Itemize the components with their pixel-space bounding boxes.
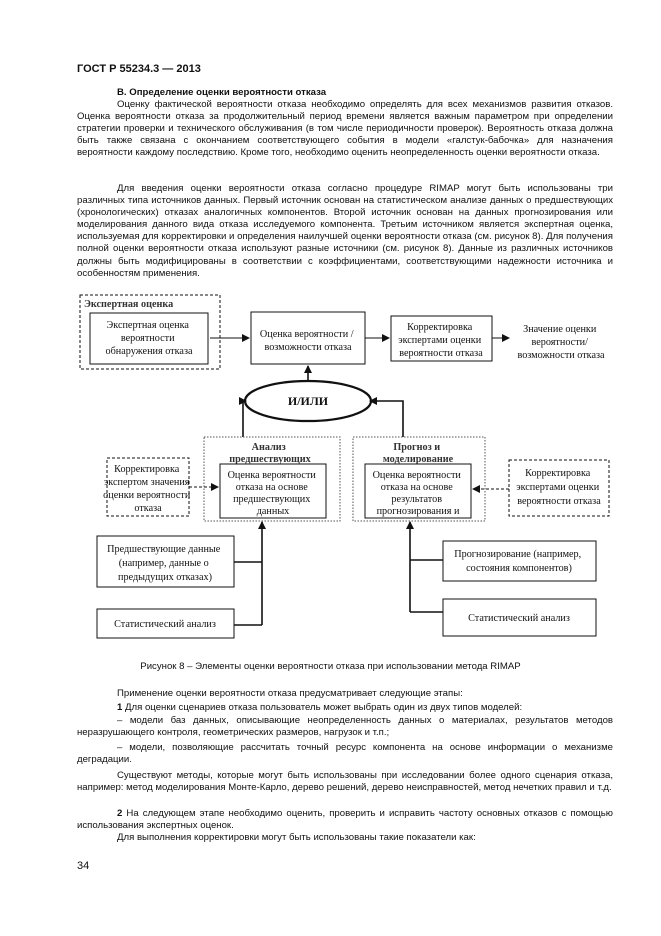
list-item-1: – модели баз данных, описывающие неопред… bbox=[77, 715, 613, 739]
forecast-box bbox=[364, 463, 472, 519]
forecasting-text: Прогнозирование (например, состояния ком… bbox=[454, 549, 584, 574]
analysis-frame bbox=[203, 436, 341, 522]
analysis-title: Анализ предшествующих bbox=[229, 442, 311, 465]
stage-1-number: 1 bbox=[117, 702, 123, 713]
prior-data-box bbox=[96, 535, 235, 588]
closing-paragraph: Для выполнения корректировки могут быть … bbox=[117, 832, 476, 843]
paragraph-1: Оценку фактической вероятности отказа не… bbox=[77, 99, 613, 159]
stage-1: 1 Для оценки сценариев отказа пользовате… bbox=[77, 702, 613, 714]
prior-data-text: Предшествующие данные (например, данные … bbox=[107, 544, 223, 583]
stat-left-text: Статистический анализ bbox=[114, 619, 216, 630]
methods-paragraph: Существуют методы, которые могут быть ис… bbox=[77, 770, 613, 794]
arrow-analysis-to-andor bbox=[239, 397, 247, 437]
arrow-forecast-to-andor bbox=[369, 397, 404, 437]
document-header: ГОСТ Р 55234.3 — 2013 bbox=[77, 63, 201, 75]
andor-label: И/ИЛИ bbox=[288, 394, 329, 408]
rimap-diagram: Экспертная оценка Экспертная оценка веро… bbox=[79, 294, 610, 639]
stage-2: 2 На следующем этапе необходимо оценить,… bbox=[77, 808, 613, 832]
stage-2-text: На следующем этапе необходимо оценить, п… bbox=[77, 808, 613, 832]
correction-left-text: Корректировка экспертом значения оценки … bbox=[103, 464, 193, 514]
forecast-box-text: Оценка вероятности отказа на основе резу… bbox=[373, 470, 464, 517]
probability-box-text: Оценка вероятности / возможности отказа bbox=[260, 329, 356, 353]
section-title: В. Определение оценки вероятности отказа bbox=[117, 87, 327, 98]
expert-group-frame bbox=[79, 294, 221, 370]
analysis-box-text: Оценка вероятности отказа на основе пред… bbox=[228, 470, 319, 517]
paragraph-2: Для введения оценки вероятности отказа с… bbox=[77, 183, 613, 279]
list-item-2: – модели, позволяющие рассчитать точный … bbox=[77, 742, 613, 766]
figure-caption: Рисунок 8 – Элементы оценки вероятности … bbox=[140, 661, 521, 672]
page-number: 34 bbox=[77, 860, 90, 872]
analysis-box bbox=[219, 463, 327, 519]
forecast-title: Прогноз и моделирование bbox=[383, 442, 454, 465]
expert-box-text: Экспертная оценка вероятности обнаружени… bbox=[105, 320, 192, 357]
stages-intro: Применение оценки вероятности отказа пре… bbox=[117, 688, 463, 699]
correction-right-box bbox=[508, 459, 610, 517]
correction-right-text: Корректировка экспертами оценки вероятно… bbox=[516, 468, 602, 507]
forecasting-box bbox=[442, 540, 597, 582]
correction-top-box bbox=[390, 315, 493, 362]
forecast-frame bbox=[352, 436, 486, 522]
correction-top-text: Корректировка экспертами оценки вероятно… bbox=[398, 322, 484, 359]
stage-1-text: Для оценки сценариев отказа пользователь… bbox=[125, 702, 523, 713]
stat-left-box bbox=[96, 608, 235, 639]
result-text: Значение оценки вероятности/ возможности… bbox=[517, 324, 605, 361]
expert-box bbox=[89, 312, 209, 365]
stat-right-box bbox=[442, 598, 597, 637]
probability-box bbox=[250, 311, 366, 365]
stage-2-number: 2 bbox=[117, 808, 123, 819]
expert-group-label: Экспертная оценка bbox=[84, 299, 173, 310]
stat-right-text: Статистический анализ bbox=[468, 613, 570, 624]
